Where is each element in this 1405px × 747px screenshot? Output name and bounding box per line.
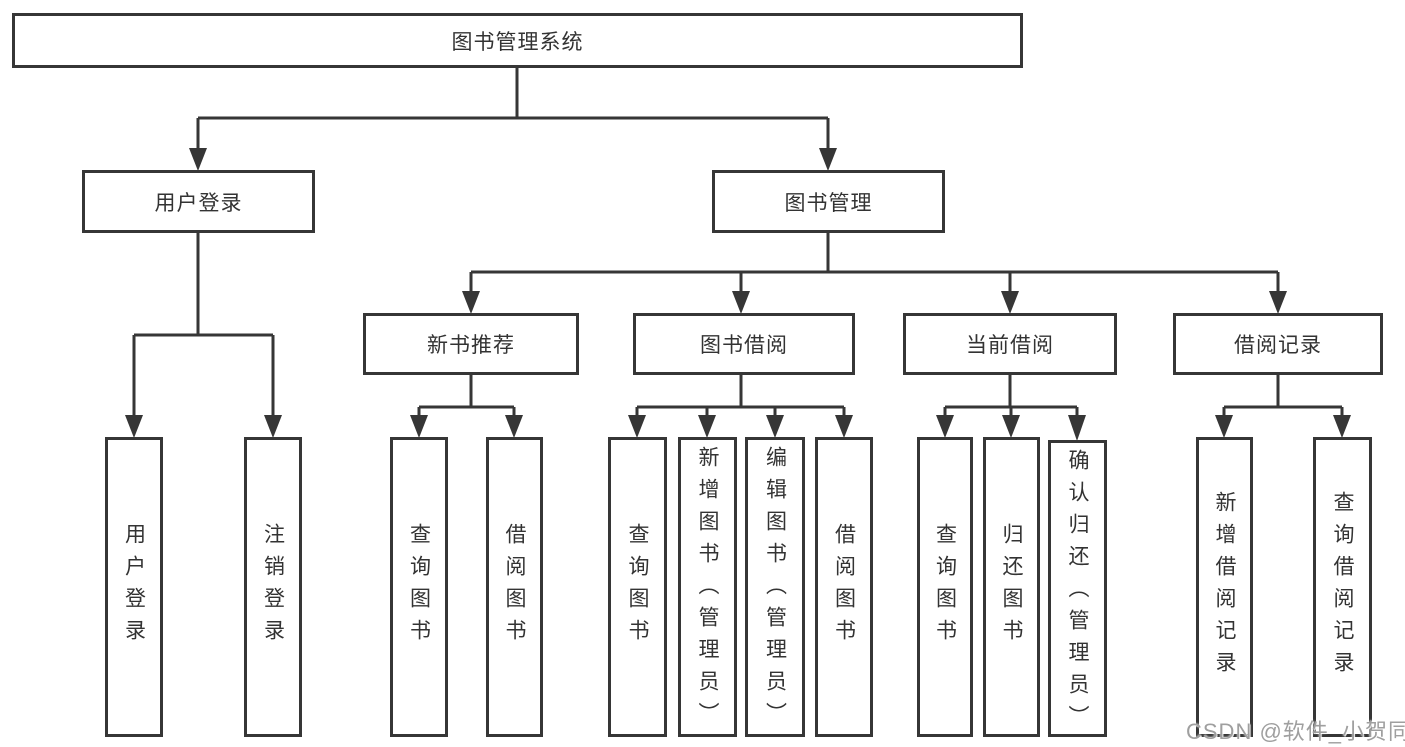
node-current-borrowing: 当前借阅 [903,313,1117,375]
node-book-borrowing-label: 图书借阅 [700,334,788,357]
leaf-current-confirm-return-admin: 确认归还（管理员） [1048,440,1107,737]
node-user-login-group: 用户登录 [82,170,315,233]
node-book-management-label: 图书管理 [784,191,873,215]
leaf-current-return-book: 归还图书 [983,437,1040,737]
leaf-user-login: 用户登录 [105,437,163,737]
leaf-current-confirm-return-admin-label: 确认归还（管理员） [1066,449,1089,737]
node-new-book-recommend-label: 新书推荐 [427,334,515,357]
leaf-recommend-query-book: 查询图书 [390,437,448,737]
node-user-login-group-label: 用户登录 [154,191,243,215]
leaf-borrowing-borrow-book: 借阅图书 [815,437,873,737]
leaf-borrowing-borrow-book-label: 借阅图书 [832,523,856,651]
leaf-recommend-borrow-book-label: 借阅图书 [503,523,526,651]
node-root: 图书管理系统 [12,13,1023,68]
node-book-management: 图书管理 [712,170,945,233]
leaf-logout-label: 注销登录 [261,523,285,651]
arrowheads [125,148,1351,441]
node-new-book-recommend: 新书推荐 [363,313,579,375]
leaf-current-query-book-label: 查询图书 [933,523,957,651]
node-borrowing-records: 借阅记录 [1173,313,1383,375]
leaf-recommend-borrow-book: 借阅图书 [486,437,543,737]
leaf-current-return-book-label: 归还图书 [1000,523,1023,651]
leaf-borrowing-edit-book-admin-label: 编辑图书（管理员） [763,446,787,734]
leaf-records-query-record: 查询借阅记录 [1313,437,1372,737]
leaf-borrowing-add-book-admin-label: 新增图书（管理员） [696,446,719,734]
leaf-records-add-record: 新增借阅记录 [1196,437,1253,737]
node-book-borrowing: 图书借阅 [633,313,855,375]
leaf-user-login-label: 用户登录 [122,523,146,651]
leaf-borrowing-query-book: 查询图书 [608,437,667,737]
leaf-borrowing-edit-book-admin: 编辑图书（管理员） [745,437,805,737]
leaf-current-query-book: 查询图书 [917,437,973,737]
leaf-borrowing-query-book-label: 查询图书 [626,523,649,651]
leaf-records-add-record-label: 新增借阅记录 [1213,491,1236,683]
csdn-watermark: CSDN @软件_小贺同学 [1186,719,1405,744]
node-current-borrowing-label: 当前借阅 [966,334,1054,357]
node-borrowing-records-label: 借阅记录 [1234,334,1322,357]
leaf-logout: 注销登录 [244,437,302,737]
node-root-label: 图书管理系统 [451,30,584,54]
leaf-borrowing-add-book-admin: 新增图书（管理员） [678,437,737,737]
leaf-recommend-query-book-label: 查询图书 [407,523,431,651]
leaf-records-query-record-label: 查询借阅记录 [1331,491,1354,683]
